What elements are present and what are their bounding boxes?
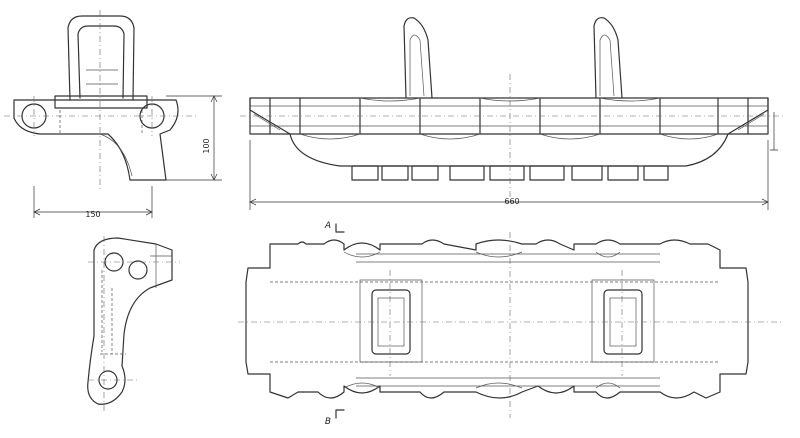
guide-lug-left: [359, 279, 423, 363]
guide-horn: [67, 15, 135, 101]
section-outline: [87, 237, 173, 405]
end-view: 100 150: [4, 10, 222, 219]
dimension-width: 150: [85, 210, 100, 219]
dimension-length: 660: [504, 197, 519, 206]
guide-horn-right: [593, 17, 623, 99]
grouser-row: [351, 165, 669, 181]
cross-bar: [54, 95, 148, 109]
shoe-plate: [249, 97, 769, 135]
lower-skirt: [289, 133, 729, 167]
section-pin-side: [128, 260, 148, 280]
link-body: [13, 99, 179, 181]
guide-lug-right: [591, 279, 655, 363]
section-mark-b: B: [325, 417, 331, 427]
section-view: [87, 236, 180, 412]
plan-outline: [245, 239, 749, 399]
dimension-height: 100: [202, 138, 211, 153]
section-mark-a: A: [324, 221, 331, 231]
side-view: 660: [240, 17, 784, 210]
plan-view: A B: [238, 221, 784, 427]
guide-horn-left: [403, 17, 433, 99]
